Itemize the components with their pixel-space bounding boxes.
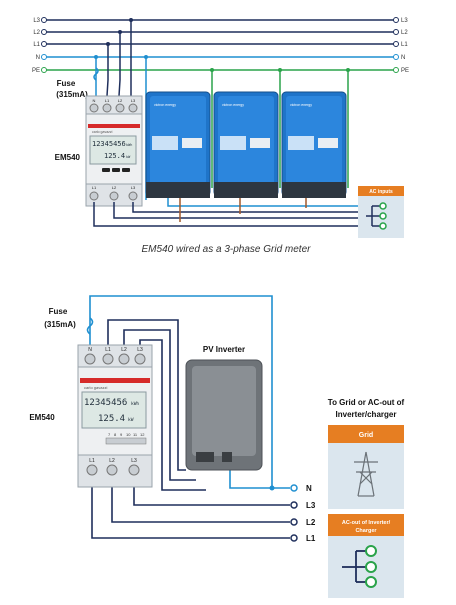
acout-box [328,514,404,598]
bottom-line-l3: L3 [306,501,316,510]
top-lower-wires [93,198,360,227]
top-meter-label: EM540 [55,153,81,162]
acout-label-2: Charger [355,528,377,534]
small-terminal-8: 8 [114,432,117,437]
bottom-diagram: Fuse (315mA) N L3 L2 L1 [29,295,405,598]
fuse-rating: (315mA) [56,90,88,99]
target-heading-2: Inverter/charger [336,410,397,419]
inverter-1: victron energy [145,91,211,198]
inverter-2: victron energy [213,91,279,198]
ac-inputs-box [358,186,404,238]
bottom-meter-bottom-terminal-l2: L3 [131,458,137,464]
target-heading-1: To Grid or AC-out of [328,398,405,407]
bottom-line-l1: L1 [306,534,316,543]
top-em540-meter: N L1 L2 L3 carlo gavazzi 12345456 kWh 12… [85,95,143,207]
grid-label: Grid [359,432,373,439]
bottom-meter-inverter-wires [107,319,206,491]
top-diagram: L3 L2 L1 N PE L3 L2 L1 N PE Fuse (315mA) [32,17,409,255]
fuse-symbol [93,67,99,81]
bottom-line-l2: L2 [306,518,316,527]
pv-inverter [185,359,263,471]
bottom-meter-display-second-unit: kW [128,417,134,423]
bottom-meter-brand: carlo gavazzi [84,385,107,390]
bus-label-right-l3: L3 [401,18,408,24]
meter-display-second-unit: kW [126,155,131,159]
bottom-meter-small-terminals: 7 8 9 10 11 12 [105,432,147,445]
meter-bottom-terminal-l2: L2 [112,185,117,190]
inverter-3: victron energy [281,91,347,198]
bottom-meter-label: EM540 [29,413,55,422]
inverter-1-brand: victron energy [154,103,176,107]
bus-label-left-l2: L2 [33,30,40,36]
bottom-meter-display-second: 125.4 [98,414,125,424]
acout-label-1: AC-out of Inverter/ [342,520,391,526]
pv-inverter-label: PV Inverter [203,345,245,354]
meter-terminal-n: N [93,98,96,103]
meter-terminal-l3: L3 [131,98,136,103]
meter-display-main: 12345456 [92,140,126,148]
grid-box [328,425,404,509]
bottom-meter-terminal-l3: L3 [137,347,143,353]
meter-taps [94,18,133,97]
bus-label-left-l3: L3 [33,18,40,24]
meter-terminal-l2: L2 [118,98,123,103]
top-caption: EM540 wired as a 3-phase Grid meter [142,244,312,255]
bottom-meter-terminal-l1: L1 [105,347,111,353]
bus-label-right-n: N [401,55,405,61]
meter-brand: carlo gavazzi [92,130,113,134]
bottom-meter-terminal-l2: L2 [121,347,127,353]
small-terminal-9: 9 [120,432,123,437]
small-terminal-12: 12 [140,432,145,437]
bottom-meter-bottom-terminal-l3: L2 [109,458,115,464]
meter-display-second: 125.4 [104,152,125,160]
bottom-fuse-label: Fuse [49,307,68,316]
small-terminal-11: 11 [133,432,138,437]
meter-bottom-terminal-l3: L3 [131,185,136,190]
bottom-meter-terminal-n: N [88,347,92,353]
inverter-2-brand: victron energy [222,103,244,107]
bottom-neutral-wire [89,295,290,491]
bus-lines [41,17,399,73]
inverter-3-brand: victron energy [290,103,312,107]
meter-display-unit: kWh [126,143,132,147]
bottom-fuse-symbol [86,317,94,335]
bus-label-right-l1: L1 [401,42,408,48]
bottom-line-n: N [306,484,312,493]
bottom-meter-display-main: 12345456 [84,398,127,408]
fuse-label: Fuse [57,79,76,88]
small-terminal-7: 7 [108,432,111,437]
bottom-em540-meter: N L1 L2 L3 carlo gavazzi 12345456 kWh 12… [77,344,153,488]
ac-inputs-label: AC inputs [369,189,393,195]
bus-label-left-l1: L1 [33,42,40,48]
bus-label-left-pe: PE [32,68,40,74]
bus-label-right-pe: PE [401,68,409,74]
bus-label-right-l2: L2 [401,30,408,36]
bottom-fuse-rating: (315mA) [44,320,76,329]
bottom-meter-display-unit: kWh [131,401,139,407]
meter-bottom-terminal-l1: L1 [92,185,97,190]
meter-terminal-l1: L1 [105,98,110,103]
bottom-meter-bottom-terminal-l1: L1 [89,458,95,464]
bus-label-left-n: N [36,55,40,61]
small-terminal-10: 10 [126,432,131,437]
pylon-icon [354,451,378,497]
